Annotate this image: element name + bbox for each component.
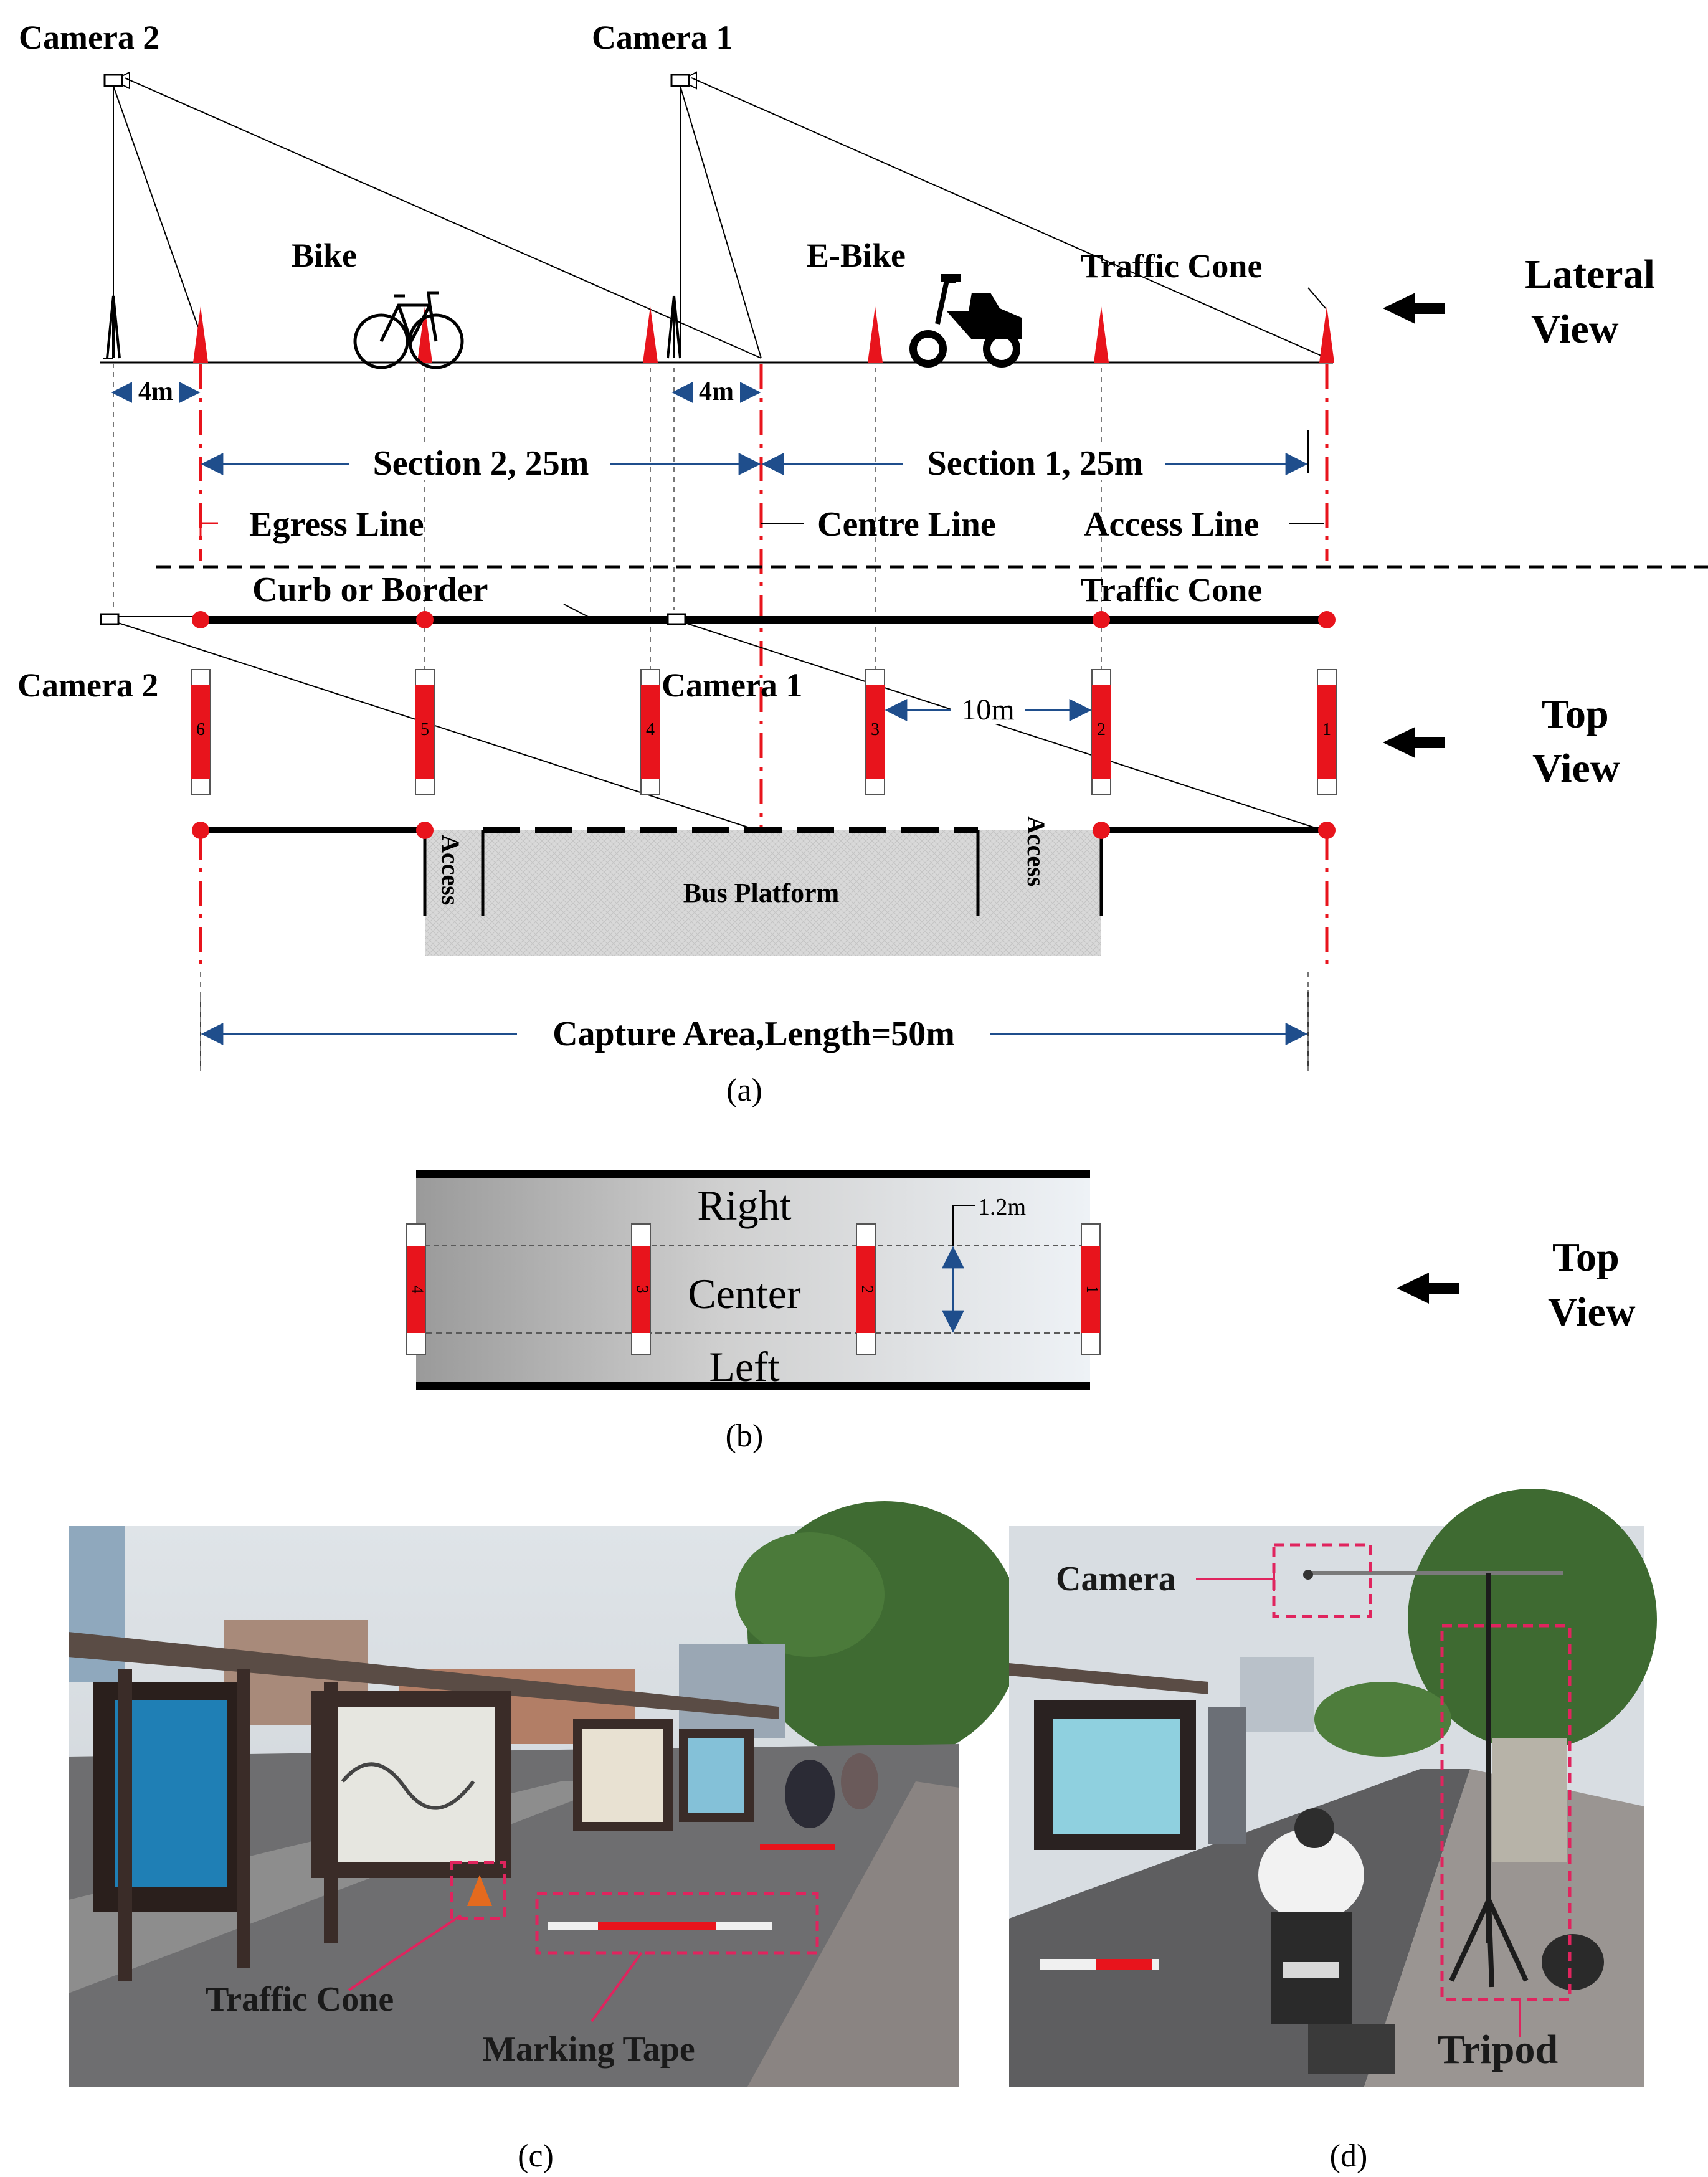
lane-tape-1: 1 — [1081, 1223, 1101, 1355]
marking-tape-3: 3 — [865, 669, 885, 795]
lane-right-label: Right — [697, 1182, 791, 1229]
marking-tape-leader — [591, 1952, 643, 2023]
egress-line-marker — [199, 522, 218, 536]
curb-leader — [563, 604, 591, 619]
bike-label: Bike — [292, 237, 357, 274]
lane-center-label: Center — [688, 1270, 801, 1317]
traffic-cone-icon — [417, 306, 432, 363]
camera-1-view-lines — [680, 77, 1327, 359]
tape-number: 6 — [196, 720, 205, 739]
traffic-cone-icon — [1094, 306, 1109, 363]
left-arrow-icon — [1383, 727, 1445, 758]
bicycle-icon — [353, 291, 464, 369]
camera-2-top-icon — [100, 613, 120, 625]
lane-width-label: 1.2m — [978, 1194, 1026, 1220]
traffic-cone-icon — [868, 306, 883, 363]
lane-tape-2: 2 — [856, 1223, 876, 1355]
marking-tape-highlight — [535, 1892, 819, 1955]
photo-camera-label: Camera — [1056, 1560, 1176, 1598]
top-view-b-label-1: Top — [1552, 1235, 1620, 1280]
centre-line-label: Centre Line — [817, 505, 996, 544]
tape-number: 3 — [633, 1286, 652, 1294]
bus-platform-area — [425, 830, 1101, 956]
bus-platform-label: Bus Platform — [683, 878, 840, 908]
caption-d: (d) — [1330, 2138, 1368, 2174]
access-right-label: Access — [1022, 816, 1050, 886]
camera-2-top-label: Camera 2 — [17, 666, 158, 704]
access-left-label: Access — [437, 835, 465, 905]
panel-b: Right Center Left 4 3 2 1 — [406, 1170, 1636, 1454]
curb-label: Curb or Border — [252, 571, 488, 609]
panel-c-photo: Traffic Cone Marking Tape (c) — [69, 1501, 1022, 2174]
photo-traffic-cone-label: Traffic Cone — [206, 1980, 394, 2019]
lane-tape-4: 4 — [406, 1223, 427, 1355]
traffic-cone-label: Traffic Cone — [1081, 247, 1262, 285]
access-line-label: Access Line — [1084, 505, 1260, 544]
left-arrow-icon — [1397, 1273, 1459, 1304]
panel-a: Camera 2 Camera 1 — [17, 19, 1708, 1108]
dimension-4m-a-label: 4m — [138, 377, 173, 406]
camera-1-icon — [670, 71, 697, 90]
tape-number: 3 — [871, 720, 880, 739]
tape-number: 1 — [1322, 720, 1331, 739]
lower-curb-dots — [192, 822, 1336, 839]
caption-c: (c) — [518, 2138, 554, 2174]
tape-number: 5 — [420, 720, 429, 739]
tripod-2-icon — [106, 295, 121, 359]
ebike-icon — [909, 274, 1022, 368]
caption-b: (b) — [726, 1418, 764, 1454]
traffic-cone-leader — [1307, 287, 1326, 309]
lane-tape-3: 3 — [631, 1223, 652, 1355]
capture-area-label: Capture Area,Length=50m — [553, 1015, 955, 1053]
camera-2-icon — [103, 71, 130, 90]
tripod-highlight — [1440, 1624, 1572, 2001]
camera-1-label: Camera 1 — [592, 19, 733, 56]
marking-tape-1: 1 — [1317, 669, 1337, 795]
top-view-lines — [118, 616, 1327, 832]
left-arrow-icon — [1383, 293, 1445, 324]
panel-d-photo: Camera Tripod (d) — [1009, 1489, 1657, 2174]
lane-tapes: 4 3 2 1 — [406, 1223, 1101, 1355]
lane-left-label: Left — [709, 1343, 779, 1390]
lane-surface — [416, 1174, 1090, 1386]
curb-cone-dots — [192, 611, 1336, 628]
marking-tapes: 6 5 4 3 2 — [191, 669, 1337, 795]
camera-2-label: Camera 2 — [19, 19, 159, 56]
traffic-cone-icon — [643, 306, 658, 363]
tape-number: 4 — [409, 1286, 427, 1294]
section-1-label: Section 1, 25m — [928, 444, 1144, 483]
photo-marking-tape-label: Marking Tape — [483, 2030, 695, 2069]
marking-tape-4: 4 — [640, 669, 660, 795]
tape-number: 1 — [1083, 1286, 1101, 1294]
traffic-cone-leader — [348, 1914, 462, 1991]
tape-number: 2 — [1097, 720, 1106, 739]
traffic-cone-icon — [1319, 306, 1334, 363]
section-2-label: Section 2, 25m — [373, 444, 589, 483]
tape-number: 4 — [646, 720, 655, 739]
traffic-cone-top-label: Traffic Cone — [1081, 571, 1262, 609]
marking-tape-2: 2 — [1091, 669, 1111, 795]
marking-tape-6: 6 — [191, 669, 211, 795]
top-view-b-label-2: View — [1548, 1289, 1636, 1335]
photo-tripod-label: Tripod — [1438, 2027, 1558, 2072]
lateral-cones — [193, 306, 1334, 363]
ebike-label: E-Bike — [807, 237, 906, 274]
lateral-view-label-2: View — [1531, 306, 1619, 352]
traffic-cone-highlight — [450, 1861, 506, 1920]
egress-line-label: Egress Line — [249, 505, 424, 544]
traffic-cone-icon — [193, 306, 208, 363]
marking-tape-5: 5 — [415, 669, 435, 795]
dimension-4m-b-label: 4m — [699, 377, 734, 406]
dimension-10m-label: 10m — [961, 693, 1014, 726]
red-reference-lines — [199, 364, 1329, 972]
caption-a: (a) — [726, 1073, 762, 1108]
camera-1-top-icon — [667, 613, 686, 625]
top-view-a-label-1: Top — [1542, 691, 1609, 737]
camera-1-top-label: Camera 1 — [662, 666, 802, 704]
tape-number: 2 — [858, 1286, 876, 1294]
top-view-a-label-2: View — [1532, 746, 1620, 791]
lateral-view-label-1: Lateral — [1525, 252, 1655, 297]
tripod-1-icon — [667, 295, 681, 359]
